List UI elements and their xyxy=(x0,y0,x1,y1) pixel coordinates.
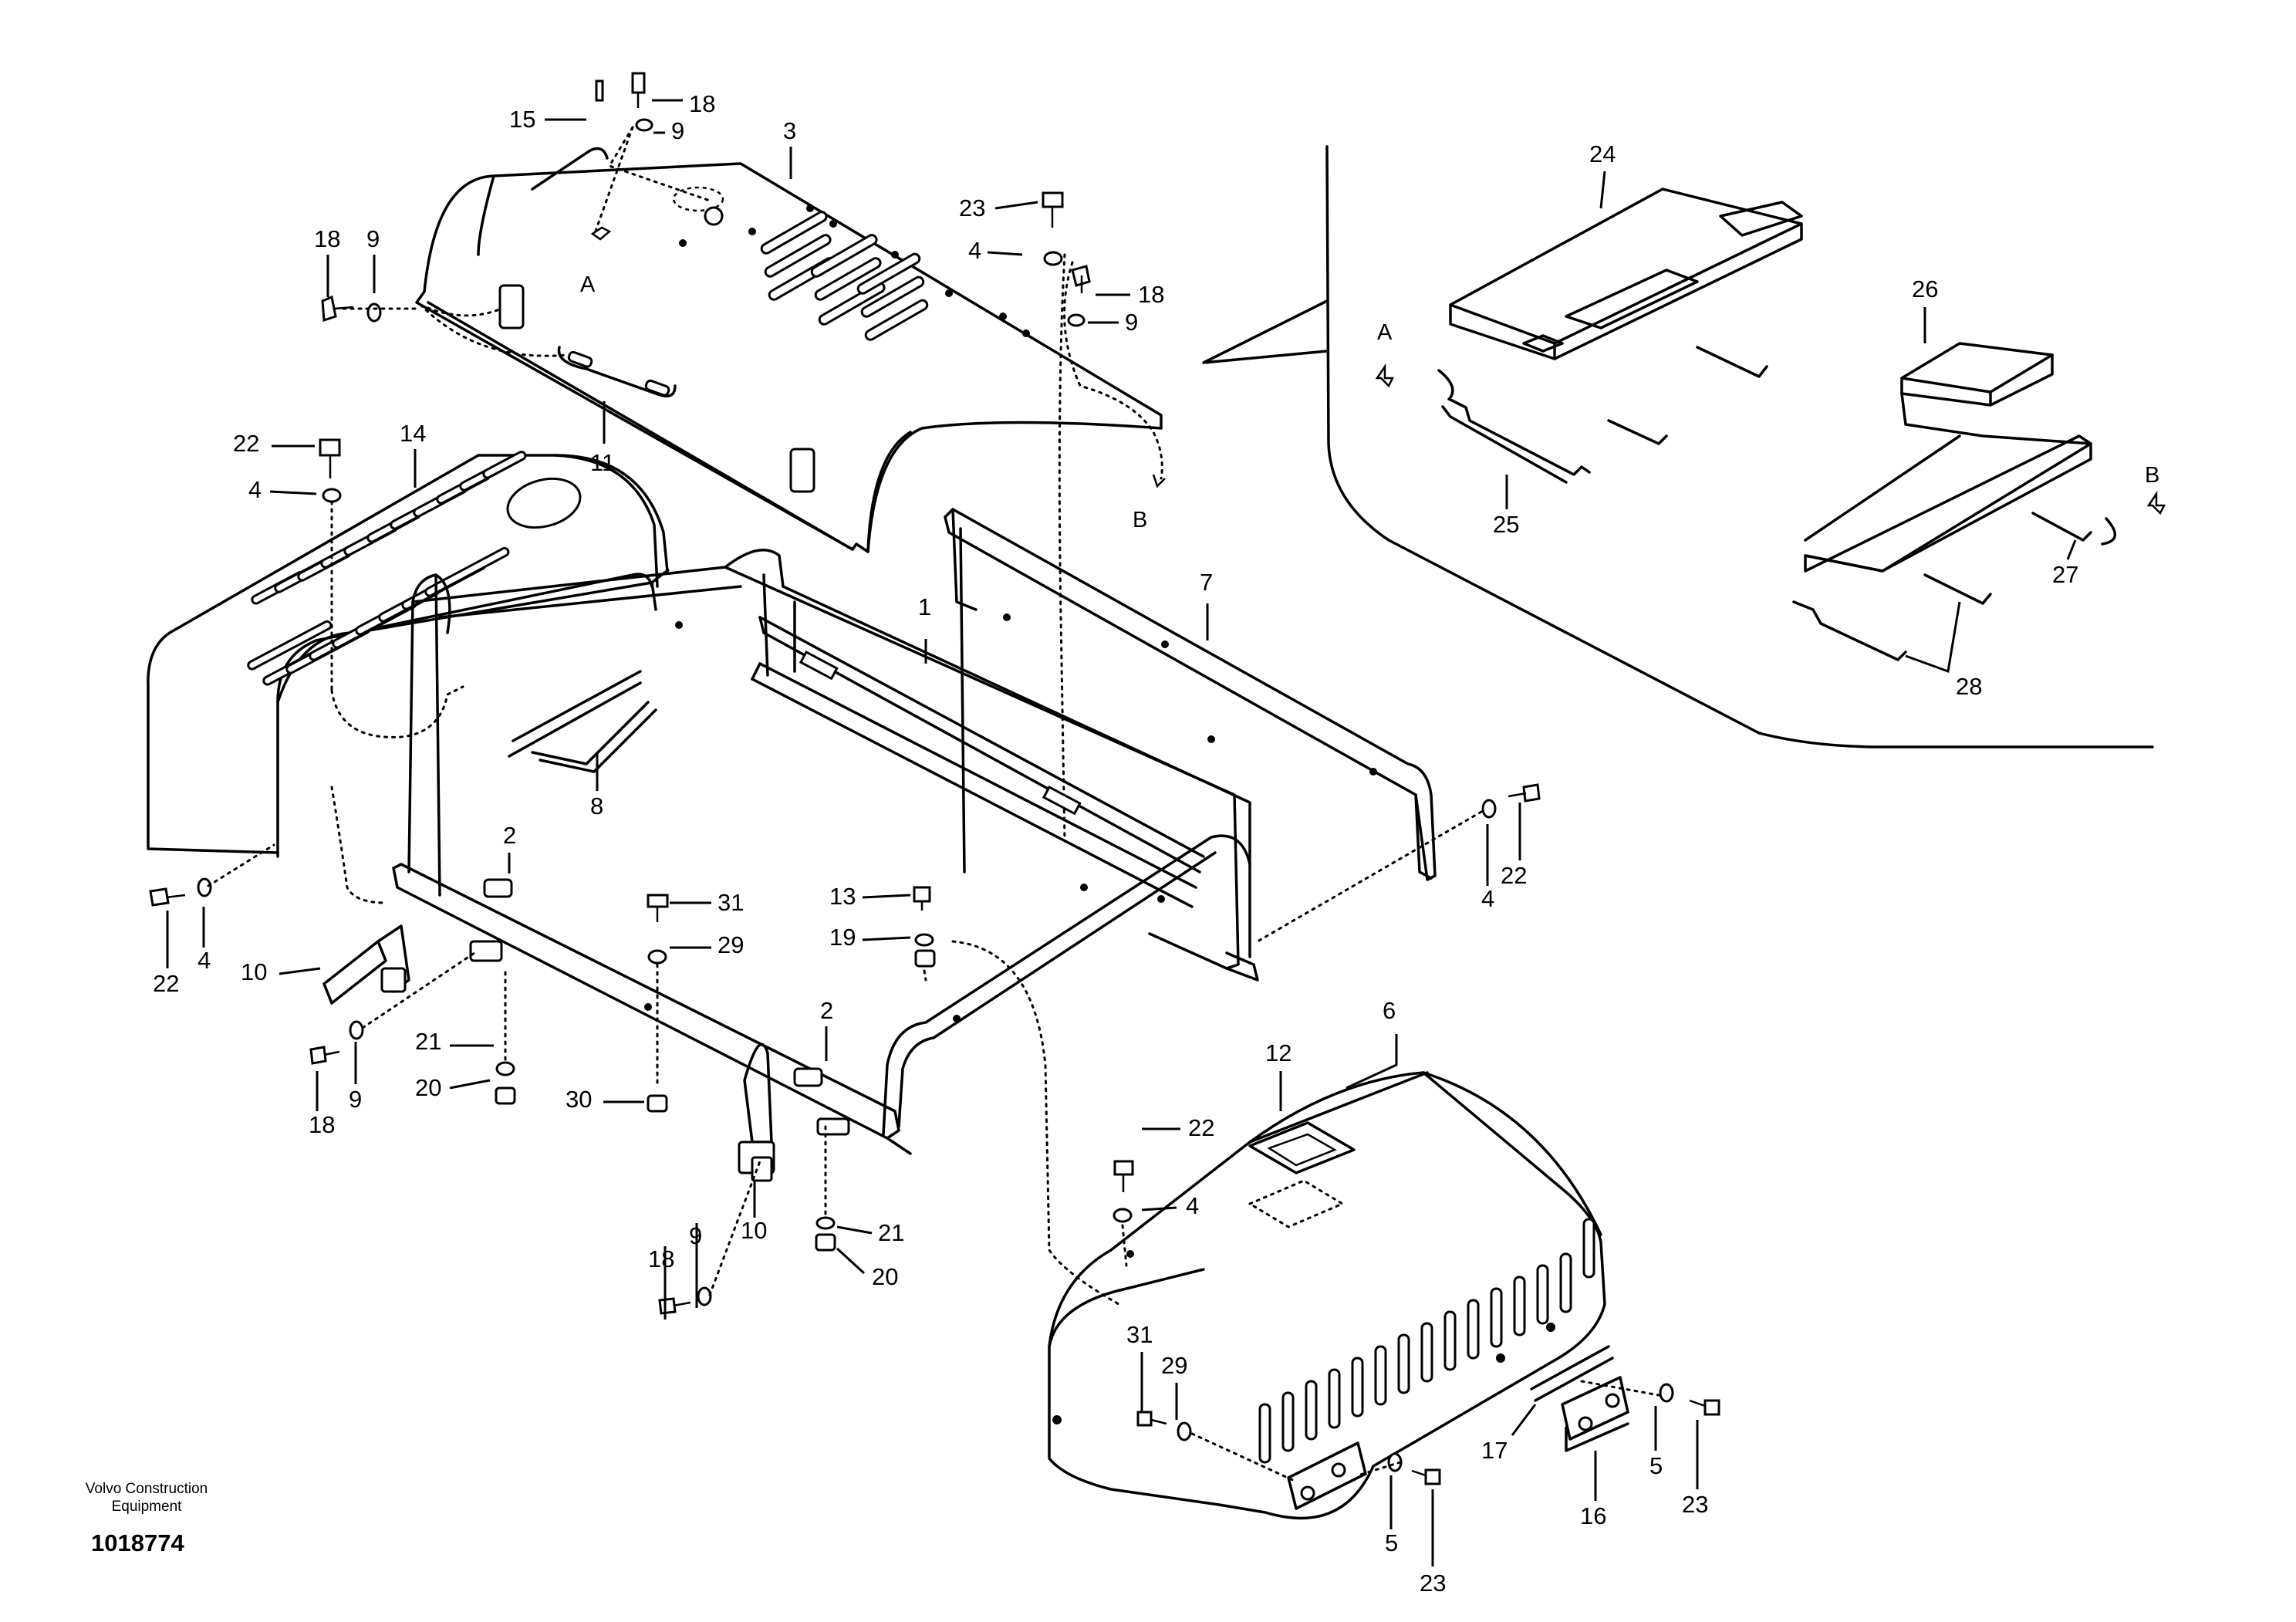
callout-29: 29 xyxy=(1161,1352,1187,1379)
callout-29: 29 xyxy=(718,931,744,958)
callout-9: 9 xyxy=(1125,309,1138,336)
hinge-left-lower xyxy=(1287,1441,1367,1510)
callout-18: 18 xyxy=(648,1245,674,1272)
top-hood-part-3 xyxy=(415,162,1163,553)
callout-23: 23 xyxy=(1420,1570,1446,1597)
callout-13: 13 xyxy=(829,883,856,910)
hinge-part-16 xyxy=(1561,1376,1629,1452)
callout-9: 9 xyxy=(366,225,380,252)
callout-20: 20 xyxy=(872,1263,898,1290)
callout-4: 4 xyxy=(198,947,211,974)
tray-part-24 xyxy=(1449,188,1803,360)
callout-6: 6 xyxy=(1383,997,1396,1024)
clip-part-2-left xyxy=(483,878,513,898)
callout-3: 3 xyxy=(783,117,796,144)
rod-part-15 xyxy=(531,147,609,191)
callout-24: 24 xyxy=(1589,140,1616,167)
callout-12: 12 xyxy=(1265,1039,1292,1066)
callout-22: 22 xyxy=(1188,1114,1214,1141)
clip-part-2-right xyxy=(793,1067,823,1087)
callout-9: 9 xyxy=(349,1086,362,1113)
callout-18: 18 xyxy=(314,225,340,252)
callout-23: 23 xyxy=(959,194,985,221)
callout-18: 18 xyxy=(309,1111,335,1138)
callout-1: 1 xyxy=(918,593,931,620)
plate-part-12 xyxy=(1247,1121,1356,1228)
company-caption-line2: Equipment xyxy=(112,1499,183,1515)
callout-10: 10 xyxy=(741,1217,767,1244)
callout-4: 4 xyxy=(1186,1192,1199,1219)
callout-30: 30 xyxy=(566,1086,592,1113)
callout-10: 10 xyxy=(241,958,267,985)
callout-25: 25 xyxy=(1493,511,1519,538)
callout-31: 31 xyxy=(1126,1321,1153,1348)
callout-18: 18 xyxy=(1138,281,1164,308)
reference-label-b: B xyxy=(2145,463,2159,488)
latch-part-10-left xyxy=(322,924,410,1005)
callout-16: 16 xyxy=(1580,1502,1606,1529)
callout-20: 20 xyxy=(415,1074,441,1101)
reference-arrow-icons xyxy=(590,226,2166,515)
callout-8: 8 xyxy=(590,792,603,819)
strap-part-27 xyxy=(2031,512,2092,542)
callout-18: 18 xyxy=(689,90,715,117)
callout-27: 27 xyxy=(2052,561,2078,588)
reference-label-b: B xyxy=(1133,508,1147,532)
right-cover-part-6 xyxy=(1048,1071,1606,1520)
frame-part-1 xyxy=(392,549,1259,1155)
callout-7: 7 xyxy=(1200,569,1213,596)
strap-part-25 xyxy=(1447,397,1591,476)
callout-31: 31 xyxy=(718,889,744,916)
reference-label-a: A xyxy=(1377,320,1393,345)
callout-2: 2 xyxy=(503,822,516,849)
latch-part-10-right xyxy=(738,1042,775,1182)
rear-panel-part-7 xyxy=(944,508,1437,881)
callout-2: 2 xyxy=(820,997,833,1024)
callout-17: 17 xyxy=(1481,1437,1508,1464)
callout-22: 22 xyxy=(153,970,179,997)
bracket-part-8 xyxy=(531,701,657,773)
left-cover-part-14 xyxy=(147,451,670,858)
callout-11: 11 xyxy=(590,449,615,476)
hinge-pin-part-17 xyxy=(1530,1345,1614,1402)
caption-block: Volvo Construction Equipment 1018774 xyxy=(86,1481,208,1556)
callout-14: 14 xyxy=(400,420,426,447)
reference-label-a: A xyxy=(580,272,596,297)
callout-9: 9 xyxy=(671,117,684,144)
callout-19: 19 xyxy=(829,924,856,951)
callout-26: 26 xyxy=(1912,275,1938,302)
company-caption-line1: Volvo Construction xyxy=(86,1481,208,1497)
strap-part-28 xyxy=(1792,600,1907,661)
document-number: 1018774 xyxy=(91,1529,184,1556)
callout-21: 21 xyxy=(415,1028,441,1055)
detail-inset xyxy=(1202,145,2154,748)
fasteners xyxy=(149,72,1720,1485)
callout-4: 4 xyxy=(968,237,981,264)
callout-4: 4 xyxy=(1481,885,1494,912)
tray-part-26 xyxy=(1804,342,2092,573)
callout-21: 21 xyxy=(878,1219,904,1246)
callout-4: 4 xyxy=(248,476,262,503)
callout-23: 23 xyxy=(1682,1491,1708,1518)
callout-22: 22 xyxy=(1501,862,1527,889)
callout-5: 5 xyxy=(1385,1529,1398,1556)
callout-15: 15 xyxy=(509,106,535,133)
callout-28: 28 xyxy=(1956,673,1982,700)
callout-labels: 1 2 2 3 4 4 4 4 4 5 5 6 7 8 9 9 9 9 9 xyxy=(153,90,2159,1597)
callout-22: 22 xyxy=(233,430,259,457)
callout-5: 5 xyxy=(1649,1452,1663,1479)
